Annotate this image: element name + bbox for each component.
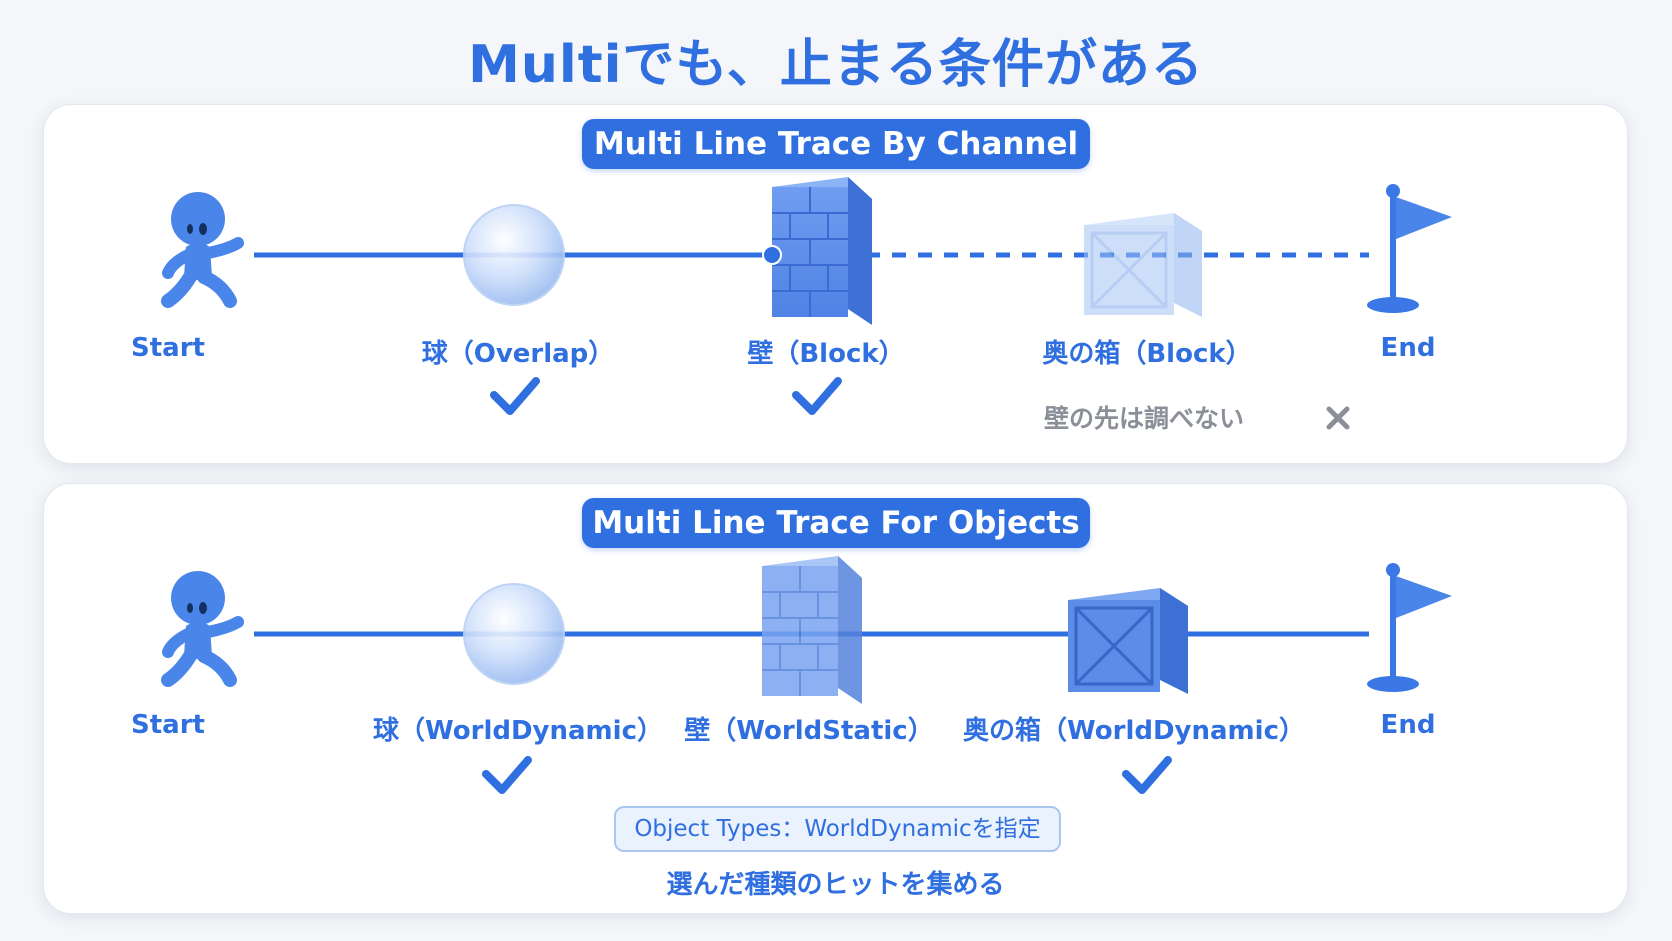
- wall-note: 壁の先は調べない: [1044, 404, 1245, 433]
- item-label-end: End: [1380, 333, 1436, 363]
- check-icon: [482, 756, 532, 794]
- object-types-box: Object Types：WorldDynamicを指定: [614, 806, 1061, 852]
- item-label-sphere: 球（WorldDynamic）: [373, 716, 663, 746]
- panel-trace-by-channel: Multi Line Trace By Channel: [43, 104, 1628, 464]
- flag-icon: [1367, 563, 1452, 692]
- crate-icon: [1084, 213, 1202, 317]
- item-label-start: Start: [131, 710, 205, 740]
- runner-icon: [161, 192, 244, 308]
- panel-header-by-channel: Multi Line Trace By Channel: [582, 119, 1090, 169]
- item-label-crate: 奥の箱（WorldDynamic）: [963, 716, 1305, 746]
- cross-icon: [1326, 406, 1350, 430]
- crate-icon: [1068, 588, 1188, 694]
- flag-icon: [1367, 184, 1452, 313]
- hit-point-icon: [762, 245, 782, 265]
- panel-header-for-objects: Multi Line Trace For Objects: [582, 498, 1090, 548]
- trace-diagram-for-objects: [161, 556, 1452, 794]
- item-label-end: End: [1380, 710, 1436, 740]
- item-label-sphere: 球（Overlap）: [421, 339, 615, 369]
- sphere-icon: [463, 204, 565, 306]
- runner-icon: [161, 571, 244, 687]
- check-icon: [490, 377, 540, 415]
- item-label-wall: 壁（Block）: [747, 339, 905, 369]
- item-label-wall: 壁（WorldStatic）: [684, 716, 934, 746]
- page-title: Multiでも、止まる条件がある: [468, 35, 1204, 95]
- summary-note: 選んだ種類のヒットを集める: [666, 870, 1005, 900]
- brick-wall-icon: [762, 556, 862, 704]
- check-icon: [792, 377, 842, 415]
- item-label-crate: 奥の箱（Block）: [1042, 339, 1252, 369]
- trace-diagram-by-channel: [161, 177, 1452, 430]
- sphere-icon: [463, 583, 565, 685]
- brick-wall-icon: [772, 177, 872, 325]
- panel-trace-for-objects: Multi Line Trace For Objects: [43, 483, 1628, 914]
- item-label-start: Start: [131, 333, 205, 363]
- check-icon: [1122, 756, 1172, 794]
